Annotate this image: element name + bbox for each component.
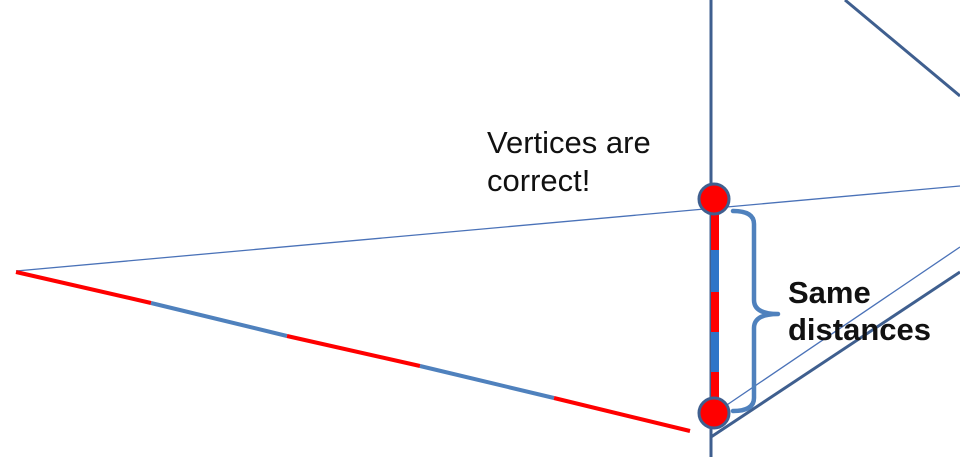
same-caption-line-1: Same [788,275,871,310]
edge-segment-blue [419,364,555,400]
vertices-caption-line-2: correct! [487,163,591,198]
edge-segment-red [286,334,421,368]
edge-segment-red [553,396,691,433]
frame-lower-diagonal-line [710,270,960,439]
same-distances-caption: Same distances [788,274,931,348]
frame-diagonal-line [844,0,960,98]
upper-ray-line [15,185,960,272]
vertices-correct-caption: Vertices are correct! [487,124,651,200]
distance-brace [730,208,781,414]
vertices-caption-line-1: Vertices are [487,125,651,160]
bottom-vertex-marker [697,396,731,430]
edge-segment-red [15,270,152,305]
projected-edge [15,270,691,433]
same-caption-line-2: distances [788,312,932,347]
edge-segment-blue [150,301,288,338]
top-vertex-marker [697,182,731,216]
